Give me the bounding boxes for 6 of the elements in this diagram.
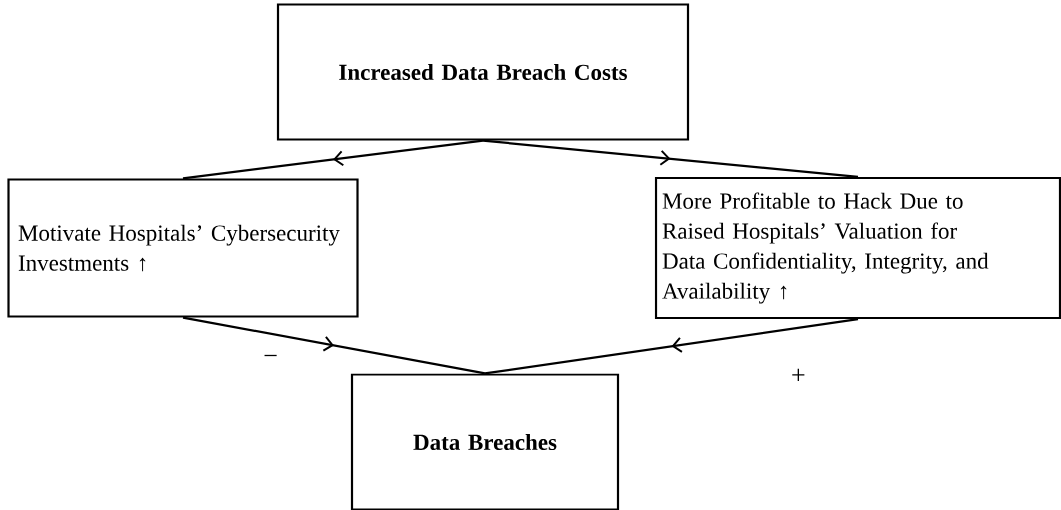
text-box: More Profitable to Hack Due to Raised Hospitals’ Valuation for Data Confidentiality, Integrity, and Availability ↑ <box>654 176 1061 320</box>
edge-label: + <box>792 368 805 381</box>
title-box: Increased Data Breach Costs <box>276 3 690 141</box>
edge-label: − <box>264 354 277 357</box>
title-box: Data Breaches <box>350 373 620 510</box>
text-box: Motivate Hospitals’ Cybersecurity Investments ↑ <box>7 178 359 318</box>
